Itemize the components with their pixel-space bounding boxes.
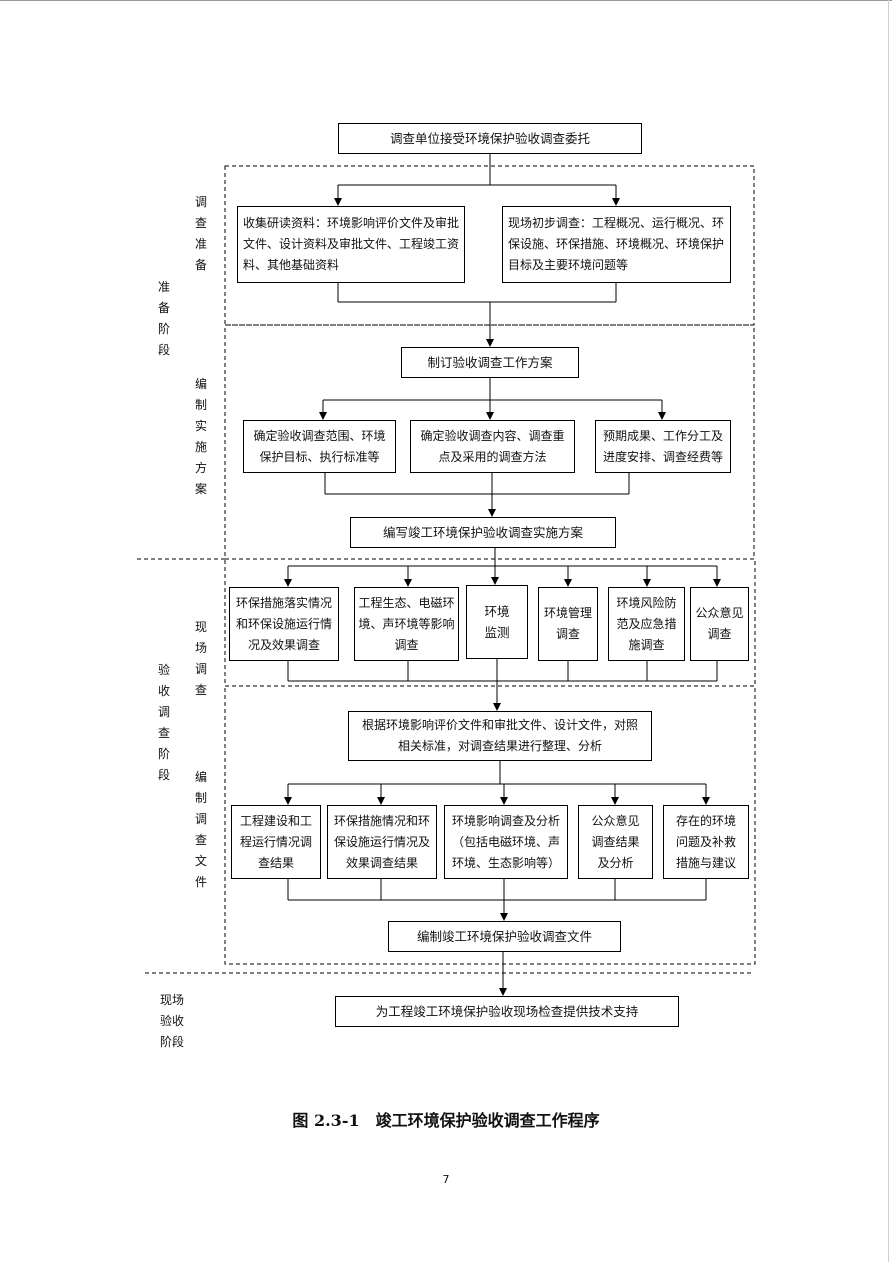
page-number: 7	[442, 1173, 450, 1186]
box-collect-materials: 收集研读资料：环境影响评价文件及审批文件、设计资料及审批文件、工程竣工资料、其他…	[237, 206, 465, 283]
box-site-preliminary-survey: 现场初步调查：工程概况、运行概况、环保设施、环保措施、环境概况、环境保护目标及主…	[502, 206, 731, 283]
box-accept-commission: 调查单位接受环境保护验收调查委托	[338, 123, 642, 154]
box-public-opinion-results: 公众意见调查结果及分析	[578, 805, 653, 879]
box-compile-survey-document: 编制竣工环境保护验收调查文件	[388, 921, 621, 952]
page-top-border	[0, 0, 892, 1]
box-make-work-plan: 制订验收调查工作方案	[401, 347, 579, 378]
box-env-measures-survey: 环保措施落实情况和环保设施运行情况及效果调查	[229, 587, 339, 661]
label-preparation-stage: 准备阶段	[157, 280, 170, 357]
box-technical-support: 为工程竣工环境保护验收现场检查提供技术支持	[335, 996, 679, 1027]
box-ecology-em-noise-survey: 工程生态、电磁环境、声环境等影响调查	[354, 587, 459, 661]
page-right-border	[888, 0, 889, 1262]
label-compile-implementation-plan: 编制实施方案	[194, 377, 207, 496]
box-determine-scope: 确定验收调查范围、环境保护目标、执行标准等	[243, 420, 396, 473]
label-acceptance-survey-stage: 验收调查阶段	[157, 663, 170, 782]
box-construction-operation-results: 工程建设和工程运行情况调查结果	[231, 805, 321, 879]
label-field-survey: 现场调查	[194, 620, 207, 697]
flow-lines	[284, 154, 721, 996]
box-env-measures-results: 环保措施情况和环保设施运行情况及效果调查结果	[327, 805, 437, 879]
box-expected-results: 预期成果、工作分工及进度安排、调查经费等	[595, 420, 731, 473]
box-public-opinion-survey: 公众意见调查	[690, 587, 749, 661]
box-problems-remedies: 存在的环境问题及补救措施与建议	[663, 805, 749, 879]
box-env-monitoring: 环境监测	[466, 585, 528, 659]
label-compile-survey-document: 编制调查文件	[194, 770, 207, 889]
box-analyze-results: 根据环境影响评价文件和审批文件、设计文件，对照相关标准，对调查结果进行整理、分析	[348, 711, 652, 761]
box-write-implementation-plan: 编写竣工环境保护验收调查实施方案	[350, 517, 616, 548]
box-determine-content: 确定验收调查内容、调查重点及采用的调查方法	[410, 420, 575, 473]
box-risk-prevention-survey: 环境风险防范及应急措施调查	[608, 587, 685, 661]
label-survey-preparation: 调查准备	[194, 195, 207, 272]
box-env-impact-analysis: 环境影响调查及分析（包括电磁环境、声环境、生态影响等）	[444, 805, 568, 879]
box-env-management-survey: 环境管理调查	[538, 587, 598, 661]
figure-caption: 图 2.3-1 竣工环境保护验收调查工作程序	[292, 1111, 600, 1130]
label-site-acceptance-stage: 现场验收阶段	[159, 993, 184, 1049]
